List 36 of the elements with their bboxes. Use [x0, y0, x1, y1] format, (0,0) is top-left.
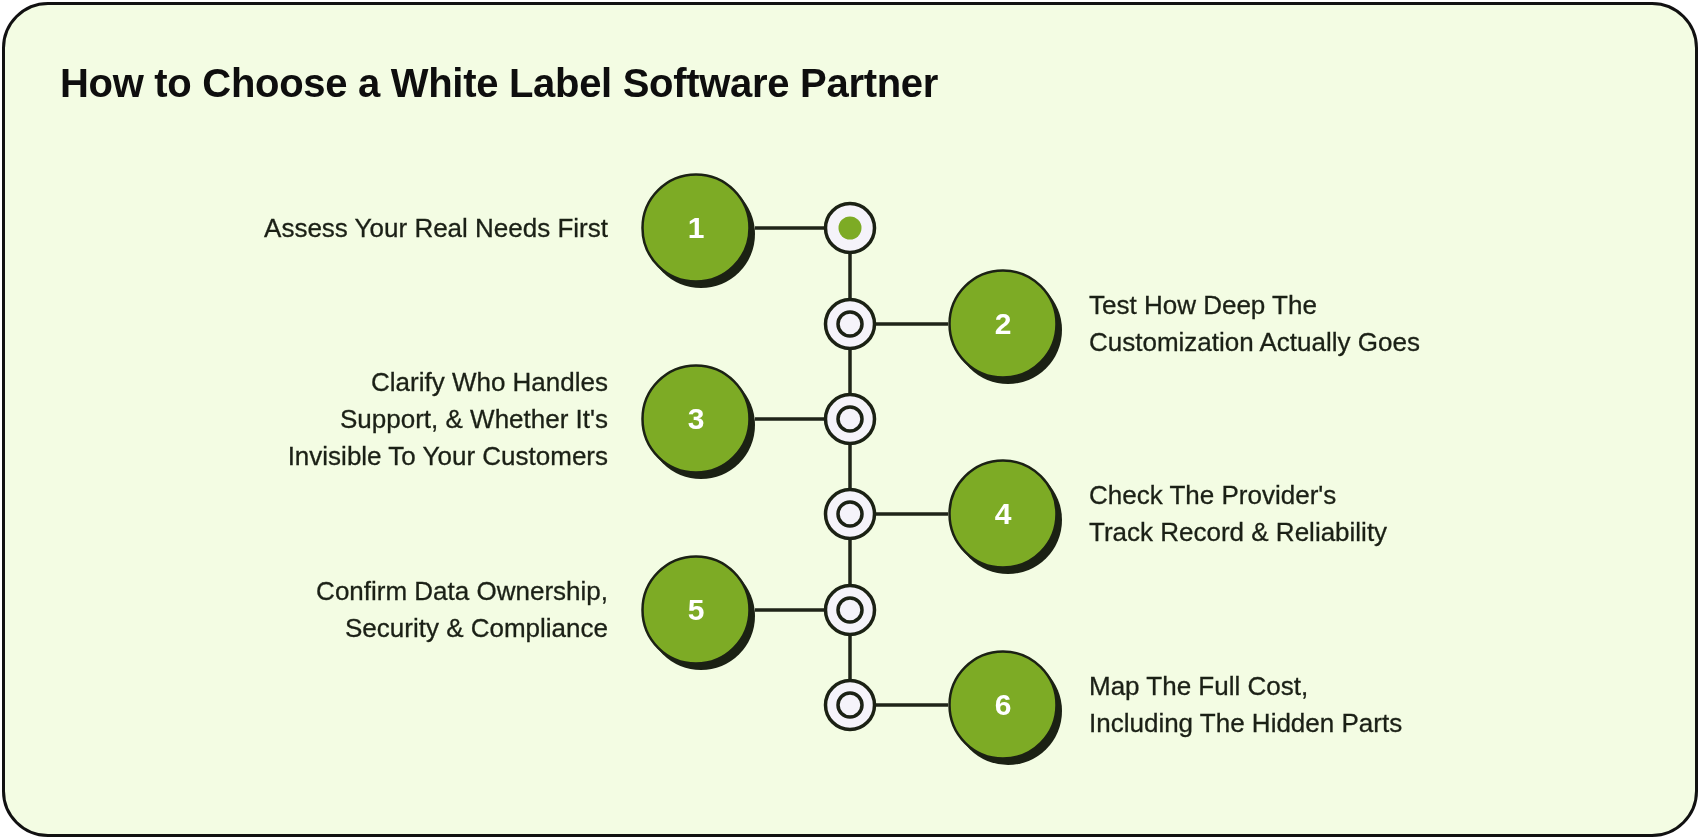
connector-line — [875, 322, 948, 326]
connector-line — [875, 703, 948, 707]
connector-line — [755, 226, 825, 230]
step-circle — [948, 459, 1062, 574]
step-number: 4 — [994, 498, 1012, 530]
ring-marker — [823, 487, 877, 541]
ring-marker — [823, 583, 877, 637]
step-circle — [641, 555, 755, 670]
connector-line — [848, 253, 852, 299]
step-label: Map The Full Cost, Including The Hidden Parts — [1089, 670, 1404, 740]
ring-marker — [823, 297, 877, 351]
step-label: Test How Deep The Customization Actually Goes — [1089, 289, 1421, 359]
title: How to Choose a White Label Software Partner — [60, 60, 939, 107]
step-number: 6 — [994, 689, 1012, 721]
step-circle — [948, 269, 1062, 384]
step-label: Assess Your Real Needs First — [263, 211, 608, 245]
connector-line — [848, 444, 852, 489]
step-circle — [641, 173, 755, 288]
connector-line — [848, 539, 852, 585]
step-number: 1 — [687, 212, 705, 244]
step-label: Clarify Who Handles Support, & Whether It's Invisible To Your Customers — [286, 365, 608, 473]
connector-line — [875, 512, 948, 516]
connector-line — [848, 635, 852, 680]
step-circle — [641, 364, 755, 479]
connector-line — [755, 417, 825, 421]
step-label: Confirm Data Ownership, Security & Compliance — [315, 575, 608, 645]
connector-line — [755, 608, 825, 612]
ring-marker — [823, 678, 877, 732]
step-number: 5 — [687, 594, 705, 626]
step-number: 3 — [687, 403, 705, 435]
ring-marker — [823, 392, 877, 446]
step-circle — [948, 650, 1062, 765]
connector-line — [848, 349, 852, 394]
step-label: Check The Provider's Track Record & Reliability — [1089, 479, 1389, 549]
step-number: 2 — [994, 308, 1012, 340]
ring-marker — [823, 201, 877, 255]
